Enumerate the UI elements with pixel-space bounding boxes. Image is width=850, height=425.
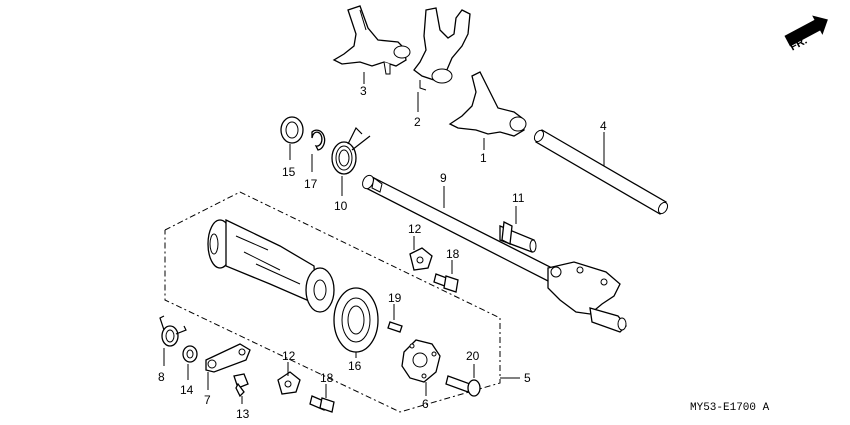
shift-fork-2: [413, 7, 471, 91]
bearing-16: [333, 287, 379, 353]
callout-5: 5: [524, 371, 531, 385]
stopper-spring-8: [159, 315, 187, 347]
callout-19: 19: [388, 291, 402, 305]
callout-14: 14: [180, 383, 194, 397]
washer-15: [280, 116, 304, 144]
stopper-arm-7: [205, 343, 251, 373]
diagram-code: MY53-E1700 A: [690, 402, 770, 414]
drum-center-6: [401, 339, 441, 383]
callout-11: 11: [512, 191, 525, 205]
stopper-pin-11: [499, 221, 537, 253]
callout-10: 10: [334, 199, 348, 213]
callout-17: 17: [304, 177, 318, 191]
callout-16: 16: [348, 359, 362, 373]
circlip-17: [311, 129, 326, 151]
callout-4: 4: [600, 119, 607, 133]
bolt-18-upper: [433, 273, 459, 293]
stopper-plate-12-lower: [277, 371, 301, 395]
callout-12-upper: 12: [408, 222, 422, 236]
front-direction-arrow-icon: [784, 15, 828, 47]
fork-shaft-4: [533, 129, 669, 215]
return-spring-10: [331, 126, 371, 175]
gearshift-spindle-9: [362, 174, 627, 333]
assembly-boundary: [164, 191, 501, 413]
bolt-18-lower: [309, 395, 335, 413]
callout-9: 9: [440, 171, 447, 185]
bolt-20: [445, 375, 481, 397]
callout-12-lower: 12: [282, 349, 296, 363]
callout-6: 6: [422, 397, 429, 411]
callout-1: 1: [480, 151, 487, 165]
dowel-pin-19: [387, 321, 403, 333]
callout-13: 13: [236, 407, 250, 421]
stopper-plate-12-upper: [409, 247, 433, 271]
callout-15: 15: [282, 165, 296, 179]
callout-8: 8: [158, 370, 165, 384]
callout-7: 7: [204, 393, 211, 407]
bolt-13: [233, 373, 249, 398]
callout-18-lower: 18: [320, 371, 334, 385]
callout-18-upper: 18: [446, 247, 460, 261]
callout-2: 2: [414, 115, 421, 129]
callout-20: 20: [466, 349, 480, 363]
shift-fork-1: [448, 71, 527, 137]
shift-drum: [207, 218, 335, 313]
callout-3: 3: [360, 84, 367, 98]
washer-14: [182, 345, 198, 363]
shift-fork-3: [332, 5, 411, 75]
